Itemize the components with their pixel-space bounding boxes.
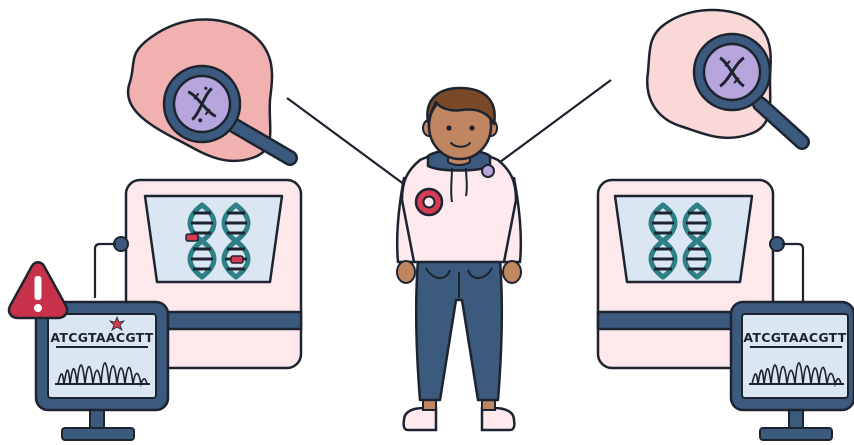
person-icon xyxy=(397,88,521,430)
left-monitor: ATCGTAACGTT xyxy=(36,302,168,440)
right-sequence-text: ATCGTAACGTT xyxy=(743,330,846,345)
right-pointer-line xyxy=(492,80,611,168)
left-sequence-text: ATCGTAACGTT xyxy=(50,330,153,345)
right-monitor: ATCGTAACGTT xyxy=(731,302,854,440)
healthy-sample-site xyxy=(482,165,494,177)
left-pointer-line xyxy=(287,98,420,196)
tumor-sample-site xyxy=(416,189,442,215)
warning-icon xyxy=(9,262,67,318)
